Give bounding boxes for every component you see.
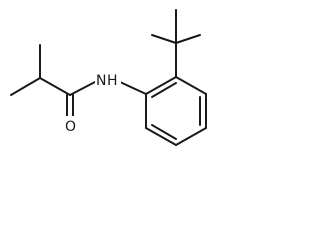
oxygen-symbol: O bbox=[65, 119, 76, 135]
ring-double-bond-inner-3 bbox=[151, 124, 177, 140]
nitrogen-symbol: N bbox=[96, 73, 106, 89]
bond-methyl-left-ch bbox=[10, 77, 41, 96]
skeletal-formula: N H O bbox=[10, 9, 207, 146]
ring-bond-1 bbox=[145, 76, 177, 95]
hydrogen-symbol: H bbox=[107, 73, 118, 89]
bond-nitrogen-ring bbox=[119, 81, 147, 95]
ring-bond-5 bbox=[145, 127, 177, 146]
nitrogen-atom-label: N H bbox=[95, 70, 121, 89]
bond-tbutyl-methyl-left bbox=[151, 34, 177, 44]
bond-tbutyl-methyl-right bbox=[175, 34, 201, 44]
bond-carbonyl-nitrogen bbox=[69, 81, 96, 96]
ring-double-bond-inner-1 bbox=[151, 82, 177, 98]
bond-ch-carbonyl bbox=[39, 77, 71, 96]
ring-bond-4 bbox=[175, 127, 207, 146]
oxygen-atom-label: O bbox=[63, 116, 77, 135]
ring-bond-2 bbox=[175, 76, 207, 95]
